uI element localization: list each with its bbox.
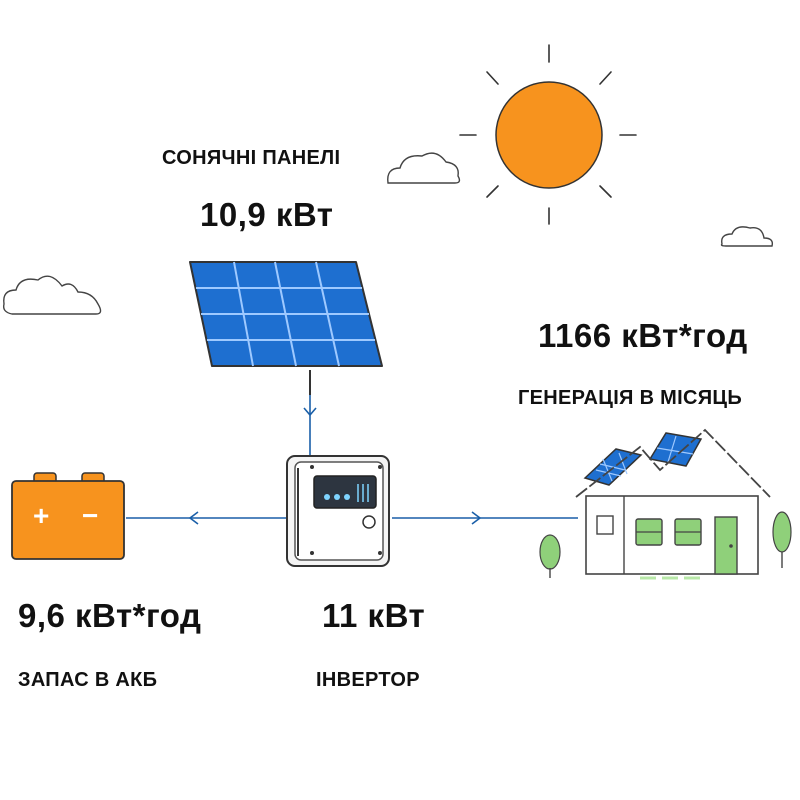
battery-minus-sign: − <box>82 500 99 531</box>
battery-capacity: 9,6 кВт*год <box>18 597 202 634</box>
inverter-label: ІНВЕРТОР <box>316 669 420 691</box>
house-icon <box>575 428 771 580</box>
generation-label: ГЕНЕРАЦІЯ В МІСЯЦЬ <box>518 387 743 409</box>
tree-icon <box>772 511 792 568</box>
energy-flow-lines <box>126 395 578 525</box>
battery-plus-sign: + <box>33 500 50 531</box>
sun-icon <box>459 44 637 225</box>
panels-label: СОНЯЧНІ ПАНЕЛІ <box>162 147 341 169</box>
cloud-icon <box>2 275 102 315</box>
inverter-power: 11 кВт <box>322 597 426 634</box>
tree-icon <box>539 534 561 578</box>
cloud-icon <box>387 152 461 184</box>
battery-icon <box>11 472 125 560</box>
generation-value: 1166 кВт*год <box>538 317 748 354</box>
inverter-icon <box>286 455 390 567</box>
solar-panel-icon <box>189 261 383 395</box>
battery-label: ЗАПАС В АКБ <box>18 669 158 691</box>
panels-power: 10,9 кВт <box>200 196 334 233</box>
cloud-icon <box>720 226 774 247</box>
